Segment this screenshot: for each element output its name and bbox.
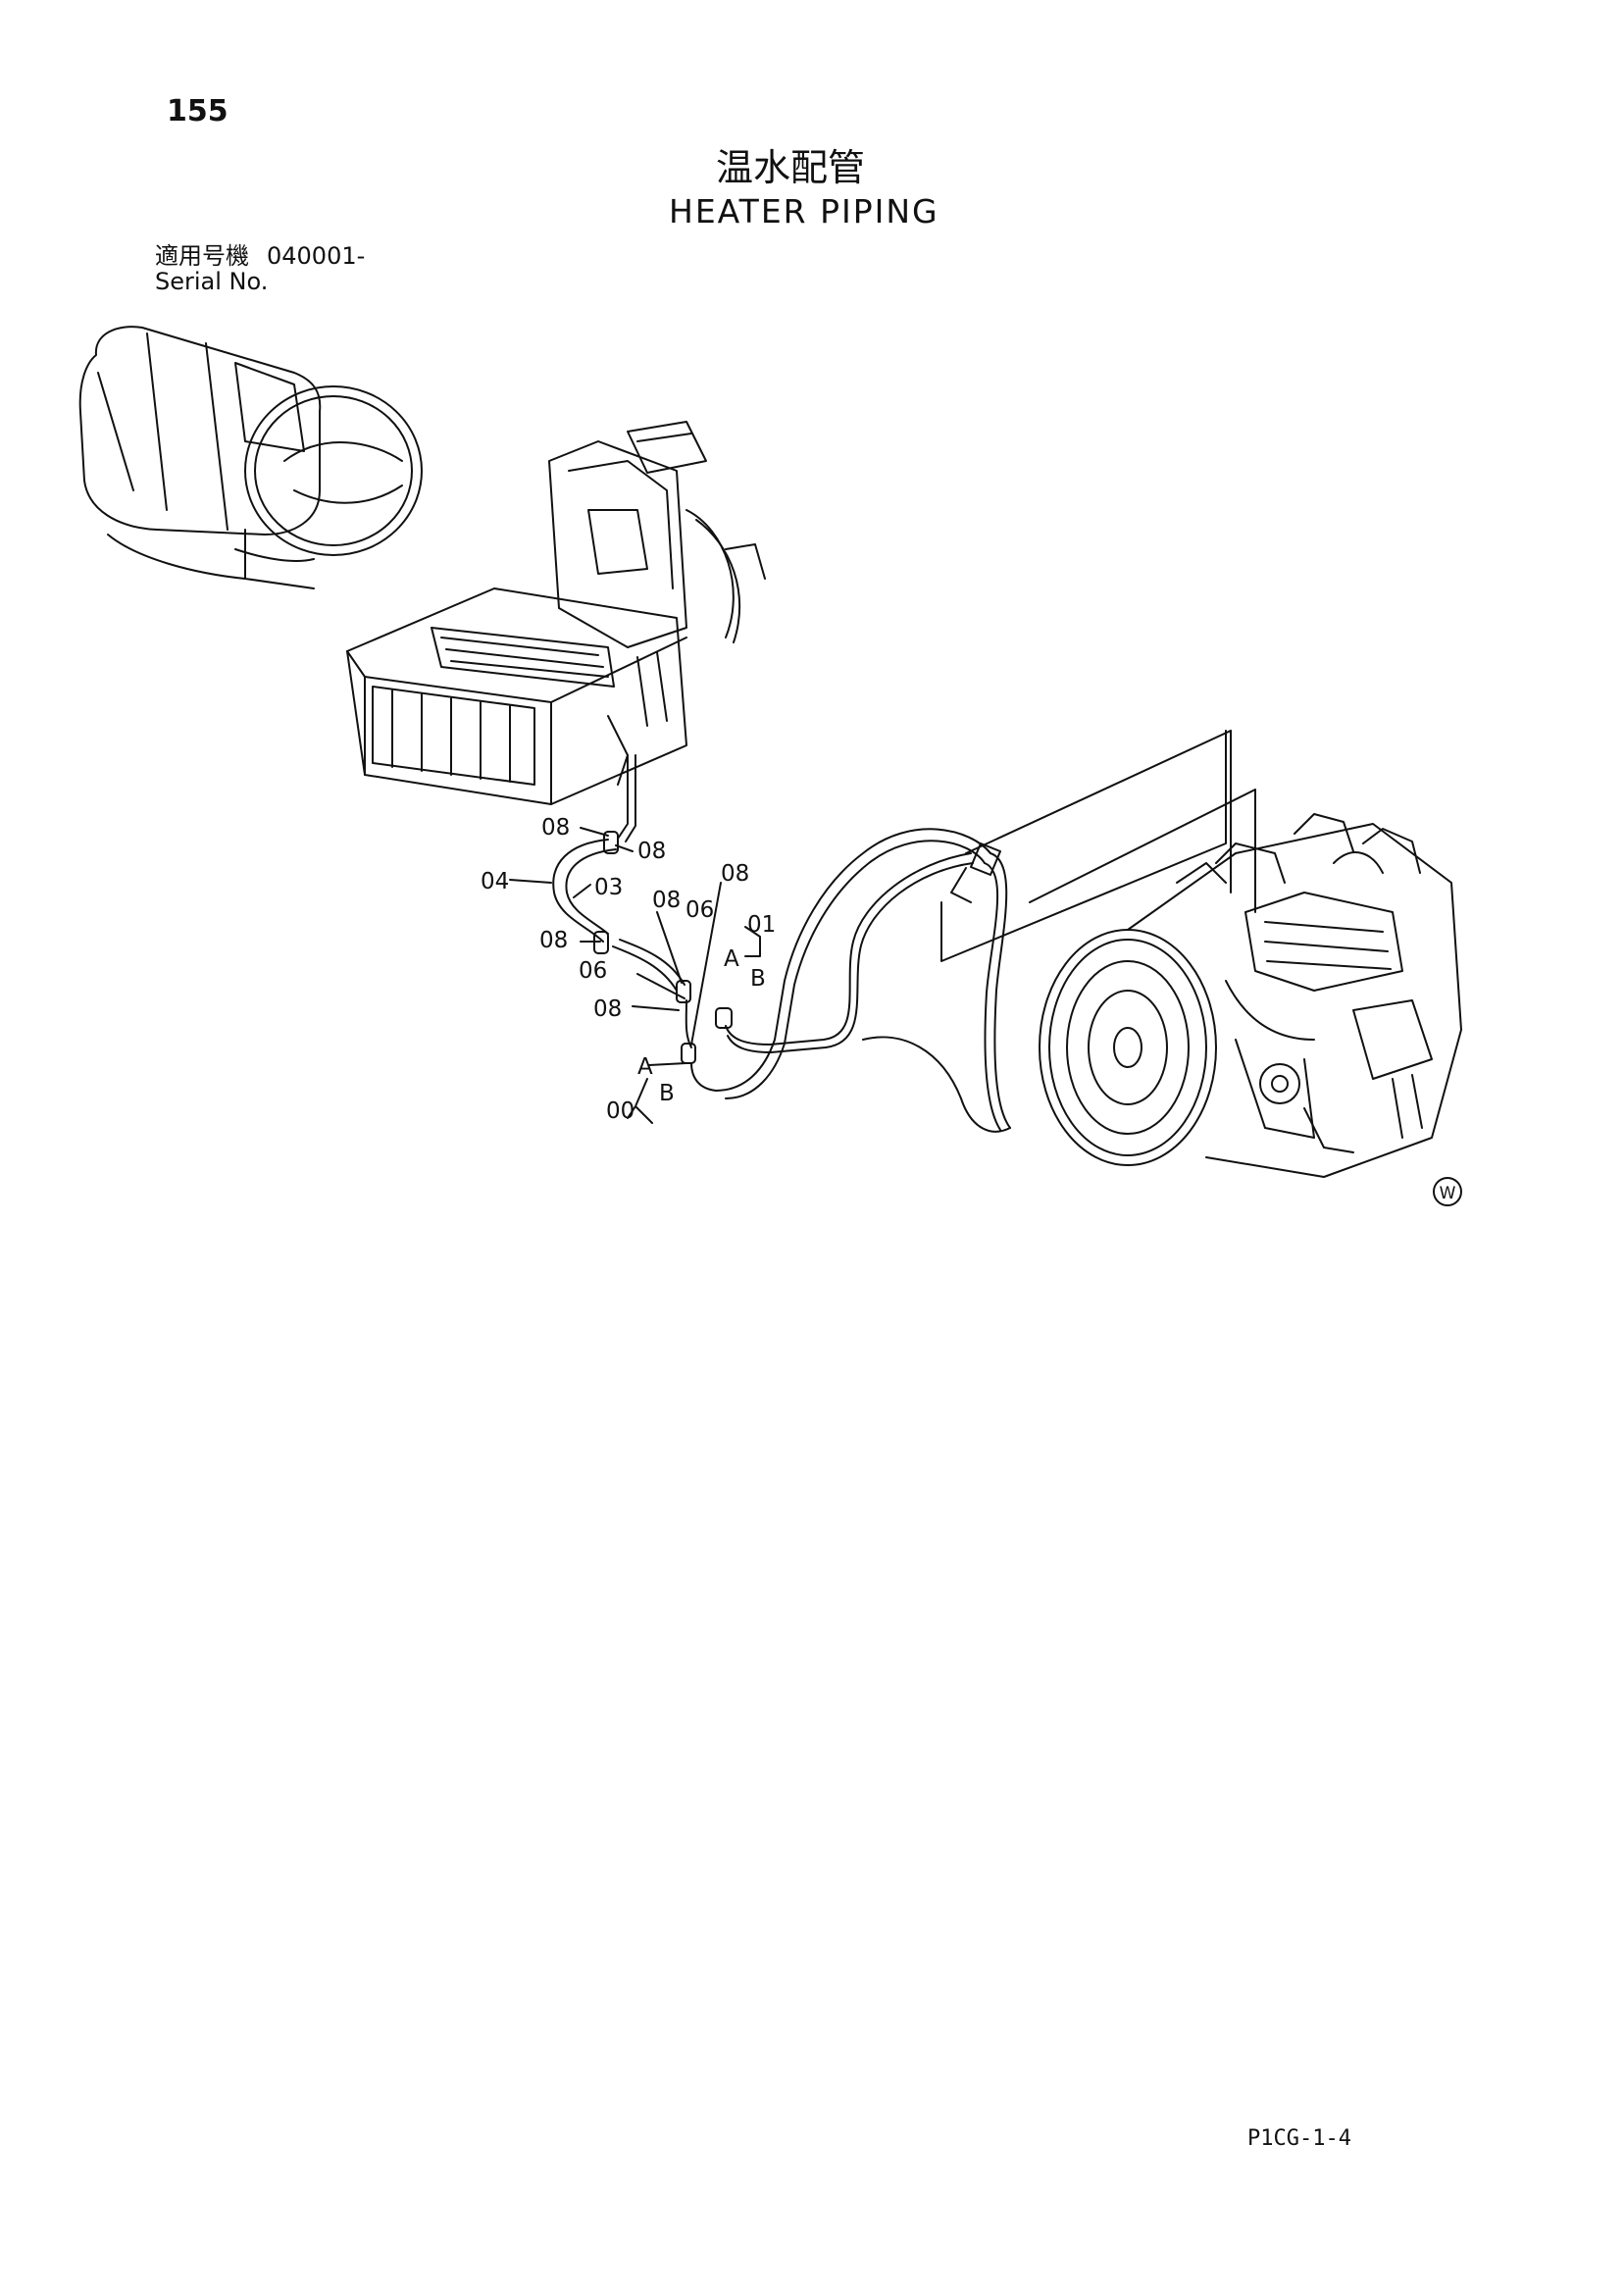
serial-label: Serial No. — [155, 268, 269, 295]
callout-label: B — [659, 1081, 675, 1106]
callout-label: A — [724, 946, 739, 972]
callout-label: A — [637, 1054, 653, 1080]
detail-leader-bracket — [940, 730, 1256, 962]
machine-overview-illustration — [78, 326, 423, 589]
callout-label: 06 — [579, 958, 607, 984]
serial-label-japanese: 適用号機 — [155, 242, 249, 270]
callout-label: 01 — [747, 912, 776, 938]
callout-label: 08 — [539, 928, 568, 953]
callout-labels: 08 08 04 03 08 06 08 01 08 A B 06 08 A 0… — [481, 815, 776, 1124]
callout-label: 04 — [481, 869, 509, 894]
revision-mark: W — [1433, 1177, 1462, 1206]
callout-label: 08 — [541, 815, 570, 841]
footer-code: P1CG-1-4 — [1247, 2126, 1351, 2151]
heater-hose-assembly — [552, 754, 1011, 1133]
callout-label: 08 — [652, 888, 681, 913]
serial-value: 040001- — [267, 242, 366, 270]
callout-label: 06 — [685, 897, 714, 923]
engine-illustration — [1039, 813, 1462, 1178]
page-title: HEATER PIPING — [669, 192, 939, 230]
callout-label: 08 — [593, 996, 622, 1022]
callout-label: 08 — [637, 839, 666, 864]
callout-leader-lines — [509, 827, 761, 1124]
heater-unit-illustration — [346, 421, 766, 805]
callout-label: B — [750, 966, 766, 992]
serial-block: 適用号機 040001- Serial No. — [155, 243, 382, 294]
page-number: 155 — [167, 94, 228, 128]
page-title-japanese: 温水配管 — [716, 146, 866, 189]
callout-label: 03 — [594, 875, 623, 900]
callout-label: 00 — [606, 1098, 634, 1124]
revision-mark-letter: W — [1440, 1184, 1456, 1203]
callout-label: 08 — [721, 861, 749, 887]
